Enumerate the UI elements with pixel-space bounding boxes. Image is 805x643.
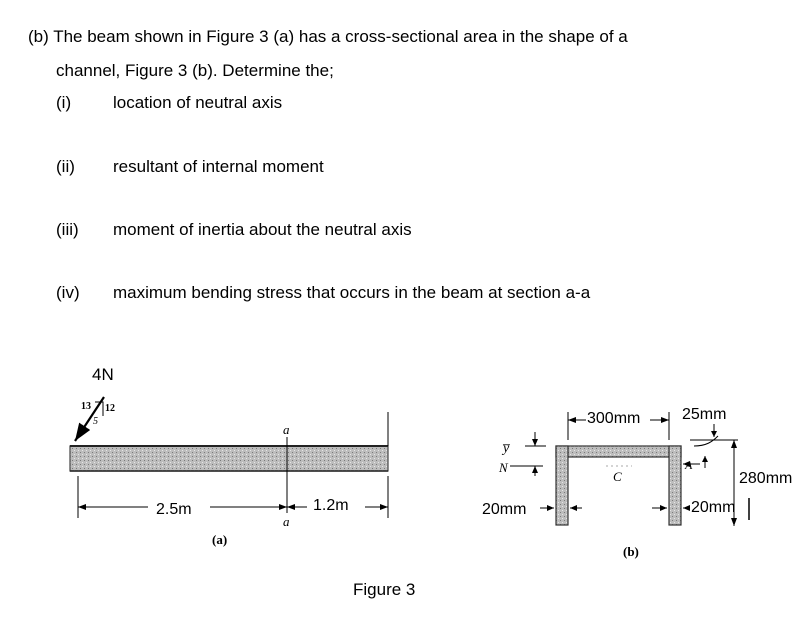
- dim-20mm-right: 20mm: [691, 499, 735, 516]
- sublabel-b: (b): [623, 544, 639, 559]
- dim-20mm-left: 20mm: [482, 501, 526, 518]
- question-line-1: (b) The beam shown in Figure 3 (a) has a…: [28, 27, 628, 46]
- item-number-iii: (iii): [56, 220, 79, 239]
- question-line-2: channel, Figure 3 (b). Determine the;: [56, 61, 334, 80]
- neutral-axis-label: N: [498, 460, 509, 475]
- figure-caption: Figure 3: [353, 580, 415, 599]
- figure-b: 300mm 25mm 280mm A C y̅ N 20mm: [482, 406, 792, 559]
- section-label-bottom: a: [283, 514, 290, 529]
- centroid-label: C: [613, 469, 622, 484]
- item-number-ii: (ii): [56, 157, 75, 176]
- channel-web-left: [555, 445, 569, 526]
- beam: [69, 445, 389, 472]
- channel-web-right: [668, 445, 682, 526]
- point-a-label: A: [684, 458, 693, 472]
- slope-13: 13: [81, 401, 91, 412]
- item-text-iii: moment of inertia about the neutral axis: [113, 220, 412, 239]
- slope-12: 12: [105, 403, 115, 414]
- item-number-i: (i): [56, 93, 72, 112]
- item-text-ii: resultant of internal moment: [113, 157, 324, 176]
- force-arrow: [74, 396, 105, 442]
- item-number-iv: (iv): [56, 283, 80, 302]
- dim-280mm: 280mm: [739, 470, 792, 487]
- dim-2-5m: 2.5m: [156, 501, 192, 518]
- dim-300mm: 300mm: [587, 410, 640, 427]
- force-label: 4N: [92, 365, 114, 384]
- ybar-label: y̅: [501, 441, 511, 456]
- item-text-i: location of neutral axis: [113, 93, 283, 112]
- section-label-top: a: [283, 422, 290, 437]
- item-text-iv: maximum bending stress that occurs in th…: [113, 283, 591, 302]
- slope-triangle: [95, 401, 104, 416]
- dim-25mm: 25mm: [682, 406, 726, 423]
- slope-5: 5: [93, 416, 98, 427]
- figure-a: 4N 13 12 5 a a 2.5m 1.2m (a): [69, 365, 389, 547]
- sublabel-a: (a): [212, 532, 227, 547]
- dim-1-2m: 1.2m: [313, 497, 349, 514]
- channel-flange: [555, 445, 682, 458]
